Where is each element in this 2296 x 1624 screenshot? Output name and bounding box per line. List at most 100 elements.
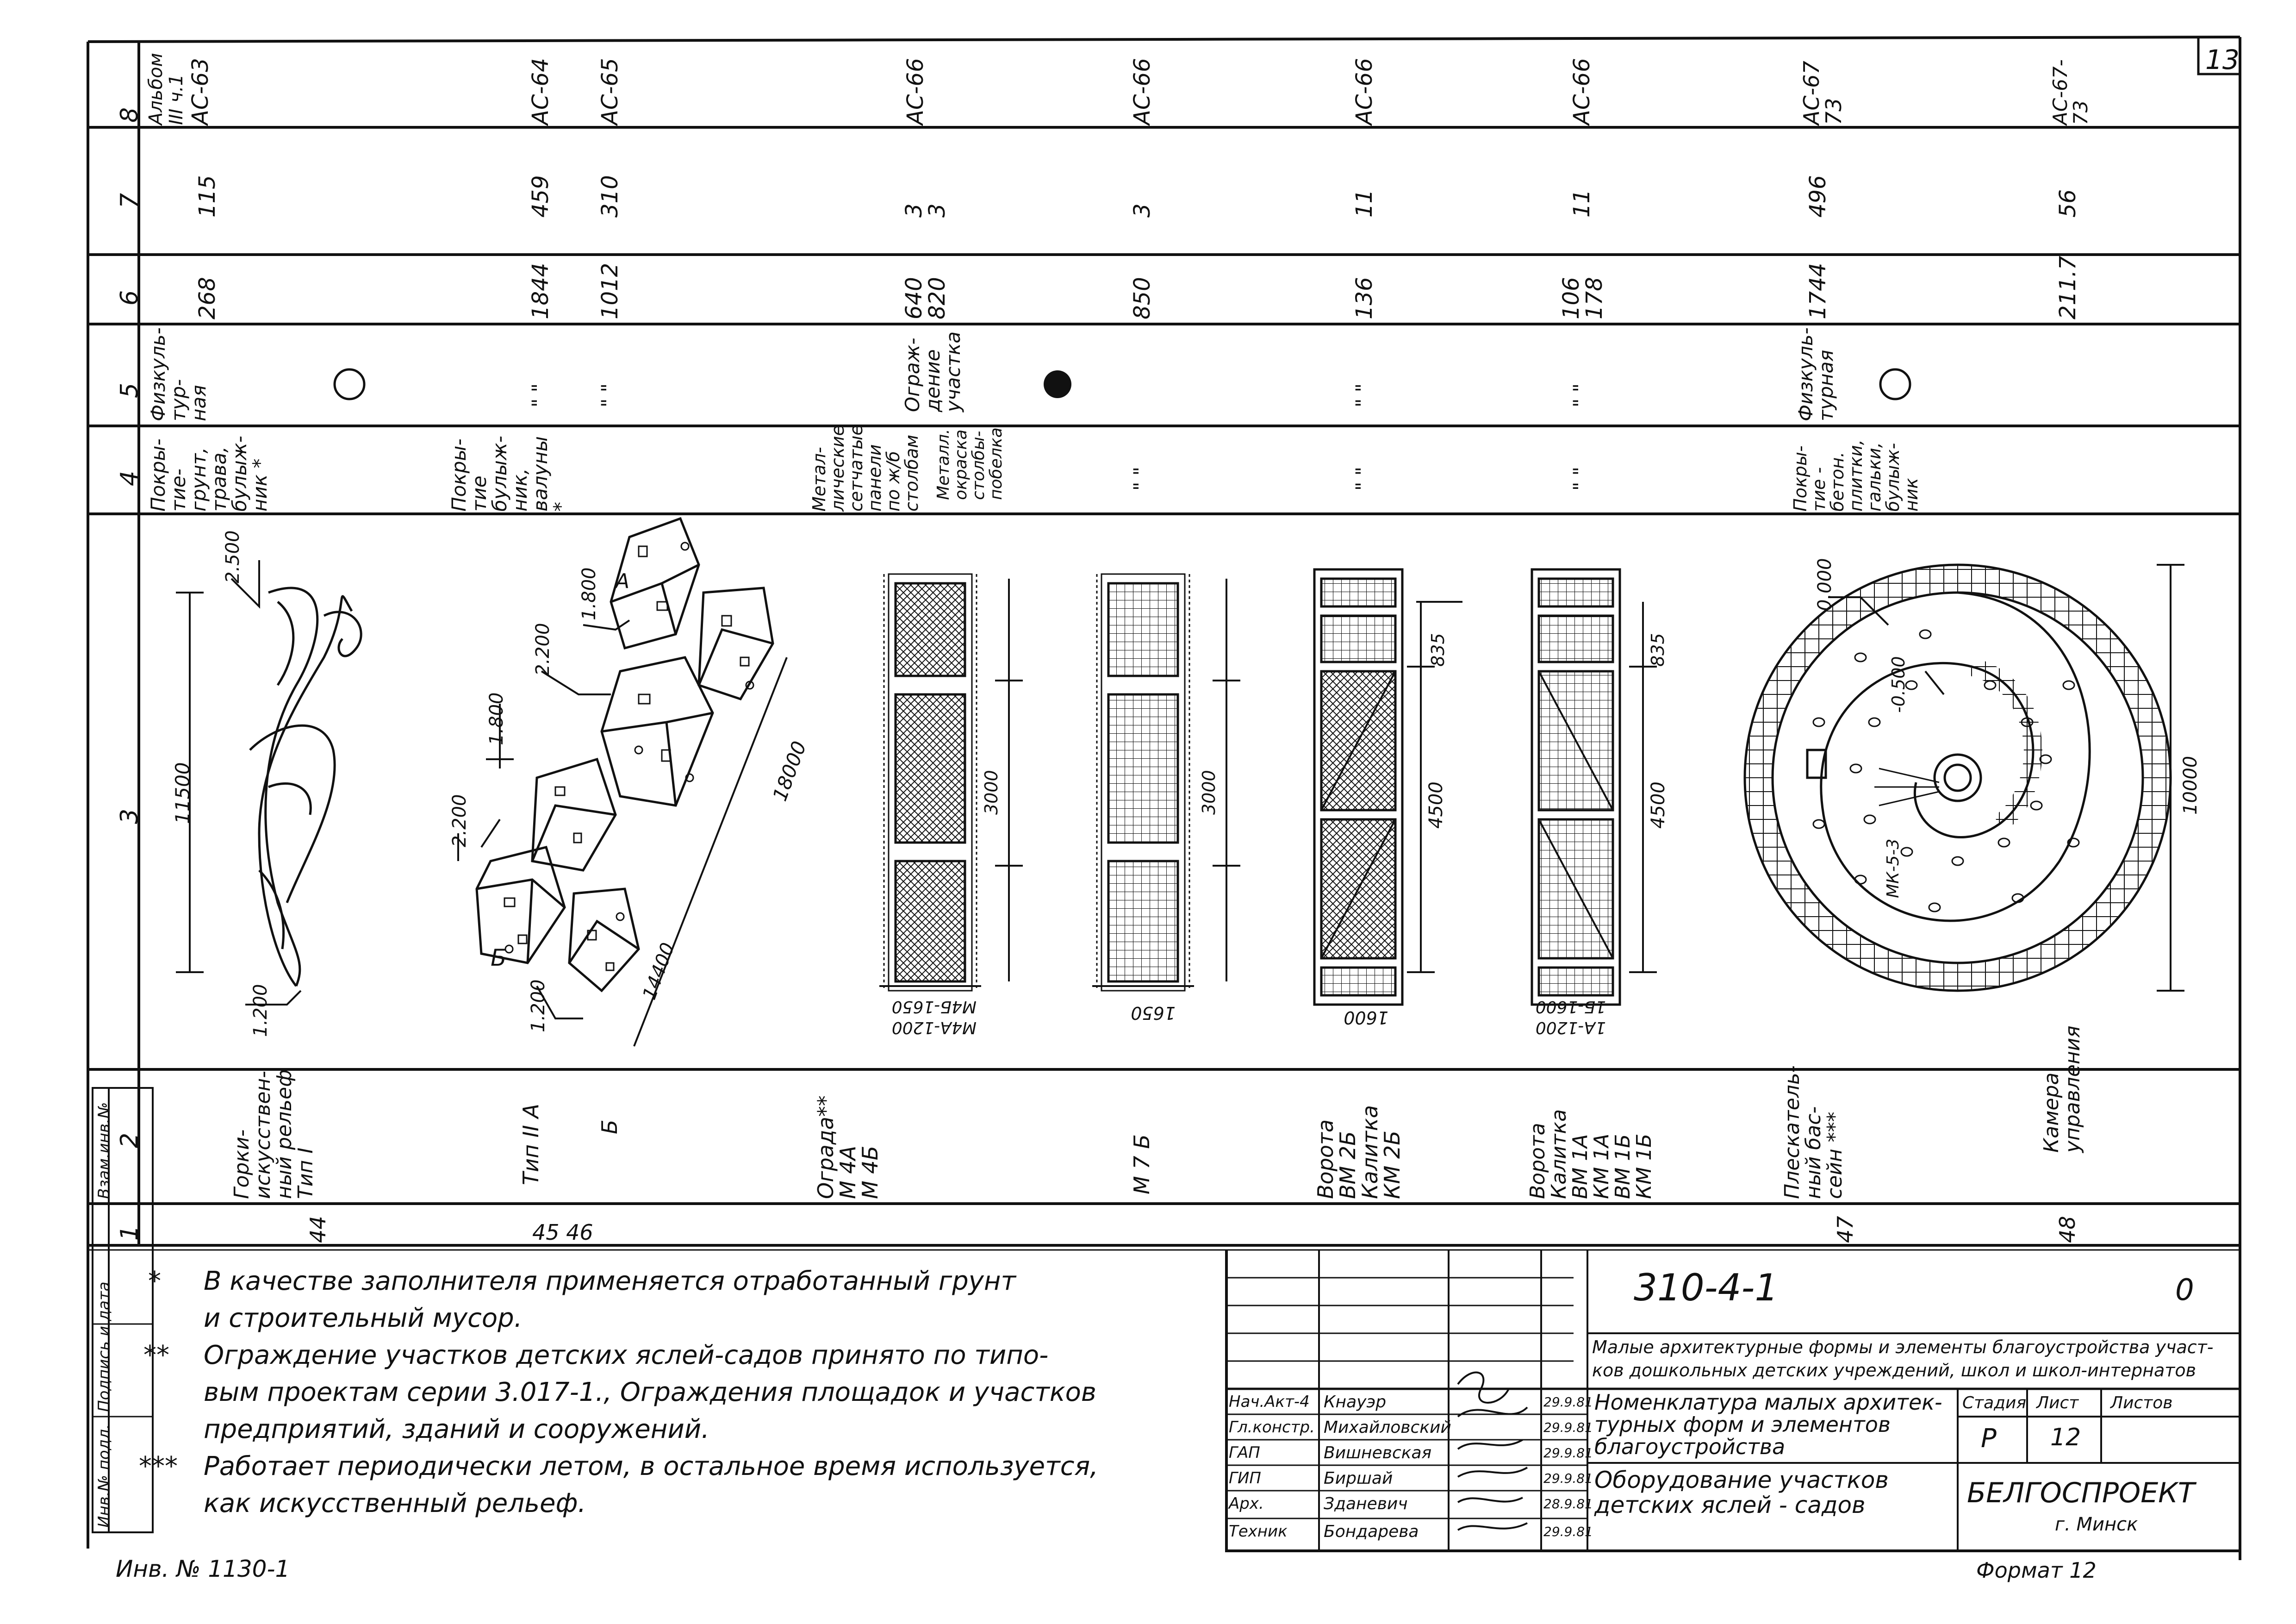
row1-col7: 115: [194, 175, 220, 218]
row1-col1: 44: [305, 1216, 330, 1243]
row2-col5-b: " ": [597, 383, 620, 407]
stamp-inv-original: Инв.№ подл.: [95, 1424, 113, 1528]
organization-name: БЕЛГОСПРОЕКТ: [1967, 1477, 2195, 1509]
row7-col5: Физкуль-турная: [1794, 327, 1837, 421]
note-2-line-1: Ограждение участков детских яслей-садов …: [204, 1340, 1049, 1370]
dim-relief2-i: Б: [491, 944, 507, 971]
dim-gate2-b: 4500: [1425, 781, 1447, 829]
dim-relief2-b: 2.200: [532, 623, 554, 676]
stamp-replaces-inv: Взам.инв.№: [95, 1102, 113, 1199]
staff-name-4: Биршай: [1324, 1469, 1393, 1488]
doc-subtitle: Малые архитектурные формы и элементы бла…: [1592, 1337, 2214, 1380]
staff-role-3: ГАП: [1229, 1443, 1260, 1462]
staff-date-5: 28.9.81: [1543, 1496, 1593, 1512]
row8-col7: 56: [2055, 189, 2081, 218]
dim-relief1-c: 1.200: [250, 984, 271, 1037]
note-2-mark: **: [143, 1340, 169, 1370]
row7-col4: Покры-тие -бетон.плитки,гальки,булыж-ник: [1790, 439, 1922, 512]
frame-top-line: [87, 36, 2240, 43]
corner-box: [2197, 37, 2240, 75]
side-stamp: [92, 1087, 154, 1533]
row2-col1: 45 46: [532, 1220, 593, 1245]
dim-fence-c: М4Б-1650: [891, 997, 977, 1016]
dim-fence-a: 3000: [981, 770, 1002, 815]
note-1-mark: *: [148, 1266, 161, 1296]
row1-col8-code: АС-63: [187, 58, 213, 125]
dim-relief2-d: 2.200: [449, 794, 470, 847]
dim-gate2-a: 835: [1428, 633, 1448, 667]
row2-col2-b: Б: [597, 1119, 622, 1134]
row7-col6: 1744: [1805, 262, 1831, 319]
dim-fence-b: М4А-1200: [891, 1018, 977, 1037]
format-label: Формат 12: [1976, 1558, 2097, 1583]
row2-col8-b: АС-65: [597, 58, 623, 125]
dim-relief1-a: 2.500: [222, 530, 243, 583]
dim-gate1-d: 1Б-1600: [1535, 997, 1606, 1016]
gate-vm1a-drawing: [1531, 568, 1657, 1006]
col-header-1: 1: [116, 1225, 143, 1241]
dim-gate2-c: 1600: [1344, 1007, 1388, 1028]
staff-date-2: 29.9.81: [1543, 1420, 1593, 1435]
staff-date-4: 29.9.81: [1543, 1471, 1593, 1486]
staff-role-5: Арх.: [1229, 1494, 1264, 1513]
dim-pool-d: МК-5-3: [1884, 838, 1903, 898]
note-3-line-2: как искусственный рельеф.: [204, 1488, 586, 1518]
sport-symbol-circle: [1879, 368, 1911, 400]
row6-col4: " ": [1569, 467, 1592, 491]
dim-relief2-e: 1.200: [528, 979, 549, 1032]
dim-m7-a: 3000: [1199, 770, 1219, 815]
row1-col4: Покры-тие-грунт,трава,булыж-ник *: [147, 436, 271, 512]
dim-gate1-b: 4500: [1648, 781, 1669, 829]
staff-name-5: Зданевич: [1324, 1494, 1408, 1513]
fence-m4-drawing: [879, 573, 1023, 992]
dim-gate1-a: 835: [1648, 633, 1668, 667]
stage-value: Р: [1981, 1424, 1997, 1454]
fence-symbol-dot: [1044, 370, 1071, 398]
staff-name-6: Бондарева: [1324, 1522, 1419, 1541]
staff-role-4: ГИП: [1229, 1469, 1261, 1487]
organization-city: г. Минск: [2055, 1514, 2138, 1535]
col-header-8: 8: [116, 107, 143, 123]
row6-col5: " ": [1569, 383, 1592, 407]
sport-symbol-circle: [333, 368, 366, 400]
row6-col8: АС-66: [1569, 58, 1595, 125]
inventory-number: Инв. № 1130-1: [116, 1555, 290, 1582]
stamp-signature-date: Подпись и дата: [95, 1281, 113, 1412]
sheet-title-1: Номенклатура малых архитек-турных форм и…: [1594, 1390, 1942, 1459]
row5-col8: АС-66: [1351, 58, 1377, 125]
col-header-2: 2: [116, 1132, 143, 1148]
dim-relief2-c: 1.800: [486, 692, 507, 745]
row4-col7: 3: [1129, 203, 1155, 218]
row5-col6: 136: [1351, 277, 1377, 319]
row3-col8: АС-66: [902, 58, 928, 125]
staff-name-3: Вишневская: [1324, 1443, 1432, 1462]
row1-col5: Физкуль-тур-ная: [147, 327, 210, 421]
note-1-line-2: и строительный мусор.: [204, 1303, 523, 1333]
dim-relief1-b: 11500: [171, 762, 194, 824]
dim-m7-b: 1650: [1131, 1003, 1176, 1023]
doc-sheet-right: 0: [2175, 1273, 2194, 1307]
note-2-line-2: вым проектам серии 3.017-1., Ограждения …: [204, 1377, 1096, 1407]
note-2-line-3: предприятий, зданий и сооружений.: [204, 1414, 709, 1444]
staff-date-1: 29.9.81: [1543, 1394, 1593, 1410]
signatures: [1457, 1371, 1528, 1531]
col-header-7: 7: [116, 193, 143, 208]
corner-mark: 13: [2205, 44, 2240, 75]
row7-col7: 496: [1805, 175, 1831, 218]
row8-col6: 211.7: [2055, 256, 2081, 319]
sheet-value: 12: [2050, 1424, 2081, 1451]
doc-code: 310-4-1: [1634, 1266, 1779, 1309]
